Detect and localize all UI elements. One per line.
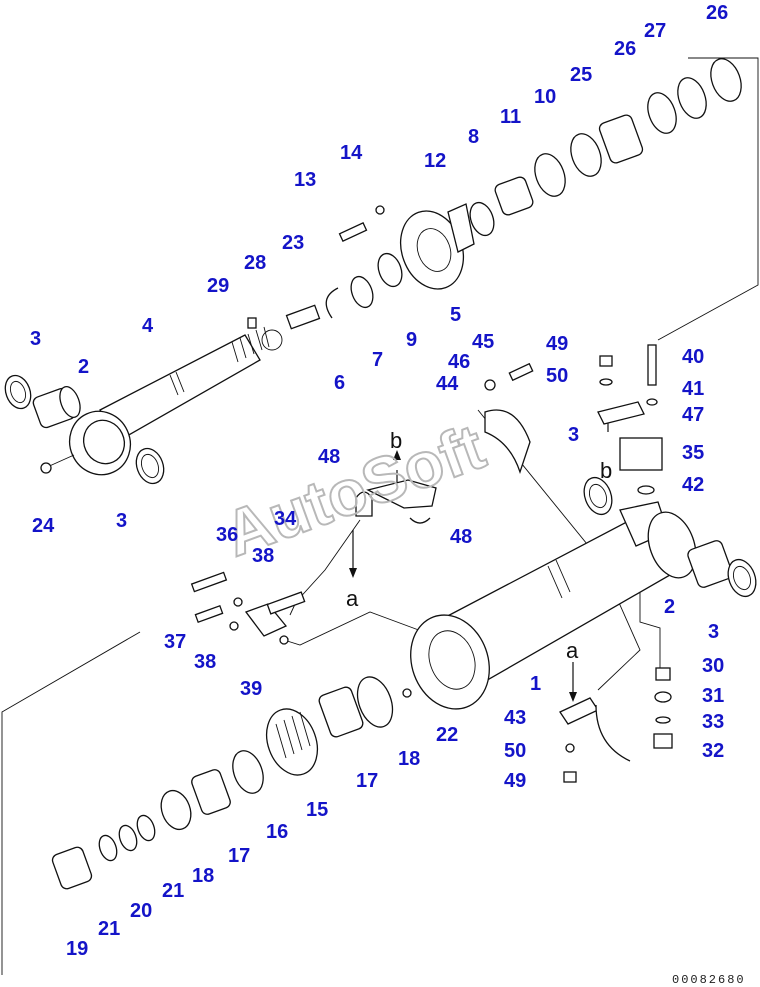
part-label-p35: 35	[682, 442, 704, 464]
clamp-bracket-lower	[559, 697, 631, 783]
bushing-2-left	[32, 386, 81, 429]
part-label-p4: 4	[142, 315, 154, 337]
part-label-p50b: 50	[504, 740, 526, 762]
part-label-p11: 11	[500, 106, 521, 128]
part-label-p7: 7	[372, 349, 383, 371]
piston-assembly	[51, 676, 412, 890]
part-label-p20: 20	[130, 900, 152, 922]
part-label-p9: 9	[406, 329, 417, 351]
part-label-p18a: 18	[398, 748, 420, 770]
part-label-p18b: 18	[192, 865, 214, 887]
part-label-p25: 25	[570, 64, 592, 86]
part-label-p36: 36	[216, 524, 238, 546]
part-label-p15: 15	[306, 799, 328, 821]
part-label-p17a: 17	[356, 770, 378, 792]
part-label-p13: 13	[294, 169, 316, 191]
part-label-p49a: 49	[546, 333, 568, 355]
part-label-p48a: 48	[318, 446, 340, 468]
part-label-p41: 41	[682, 378, 704, 400]
part-label-p2a: 2	[78, 356, 89, 378]
part-label-p23: 23	[282, 232, 304, 254]
flange-bolts	[190, 571, 306, 645]
part-label-p16: 16	[266, 821, 288, 843]
part-label-p14: 14	[340, 142, 363, 164]
part-label-p50a: 50	[546, 365, 568, 387]
part-label-p40: 40	[682, 346, 704, 368]
part-label-p39: 39	[240, 678, 262, 700]
bushing-2-right	[687, 540, 757, 598]
part-label-p43: 43	[504, 707, 526, 729]
clamp-bracket-upper	[484, 344, 663, 516]
part-label-p27: 27	[644, 20, 666, 42]
part-label-p24: 24	[32, 515, 55, 537]
piston-rod	[40, 326, 270, 476]
part-label-p6: 6	[334, 372, 345, 394]
ref-letter-a-right: a	[566, 638, 579, 663]
part-label-p22: 22	[436, 724, 458, 746]
part-label-p3a: 3	[30, 328, 41, 350]
part-label-p10: 10	[534, 86, 556, 108]
part-label-p8: 8	[468, 126, 479, 148]
ref-letter-b-right: b	[600, 458, 612, 483]
part-label-p49b: 49	[504, 770, 526, 792]
part-label-p21a: 21	[162, 880, 184, 902]
part-label-p26b: 26	[614, 38, 636, 60]
part-label-p12: 12	[424, 150, 446, 172]
reference-letters: b b a a	[346, 428, 612, 663]
ref-letter-a-left: a	[346, 586, 359, 611]
part-label-p3c: 3	[116, 510, 127, 532]
part-label-p32: 32	[702, 740, 724, 762]
drawing-number: 00082680	[672, 973, 746, 987]
part-label-p44: 44	[436, 373, 459, 395]
seal-ring-3-left	[4, 374, 32, 410]
rod-small-parts	[247, 205, 403, 351]
part-label-p46: 46	[448, 351, 470, 373]
part-label-p38b: 38	[194, 651, 216, 673]
part-label-p37: 37	[164, 631, 186, 653]
part-label-p1: 1	[530, 673, 541, 695]
seal-ring-3-lower	[135, 447, 165, 485]
part-label-p31: 31	[702, 685, 724, 707]
cylinder-tube	[410, 501, 697, 710]
part-label-p2b: 2	[664, 596, 675, 618]
part-label-p45: 45	[472, 331, 494, 353]
part-label-p48b: 48	[450, 526, 472, 548]
part-label-p19: 19	[66, 938, 88, 960]
part-label-p34: 34	[274, 508, 297, 530]
part-label-p28: 28	[244, 252, 266, 274]
fitting-stack	[653, 667, 673, 749]
part-number-labels: 2626272510118121413232829432679545464449…	[30, 2, 728, 960]
ref-letter-b-top: b	[390, 428, 402, 453]
part-label-p29: 29	[207, 275, 229, 297]
cylinder-head-5	[400, 203, 475, 290]
hose-fittings	[355, 479, 437, 524]
part-label-p5: 5	[450, 304, 461, 326]
part-label-p47: 47	[682, 404, 704, 426]
part-label-p42: 42	[682, 474, 704, 496]
part-label-p26a: 26	[706, 2, 728, 24]
part-label-p3b: 3	[568, 424, 579, 446]
rod-seal-rings	[469, 58, 742, 237]
part-label-p33: 33	[702, 711, 724, 733]
part-label-p3d: 3	[708, 621, 719, 643]
part-label-p30: 30	[702, 655, 724, 677]
part-label-p21b: 21	[98, 918, 120, 940]
part-label-p38a: 38	[252, 545, 274, 567]
part-label-p17b: 17	[228, 845, 250, 867]
